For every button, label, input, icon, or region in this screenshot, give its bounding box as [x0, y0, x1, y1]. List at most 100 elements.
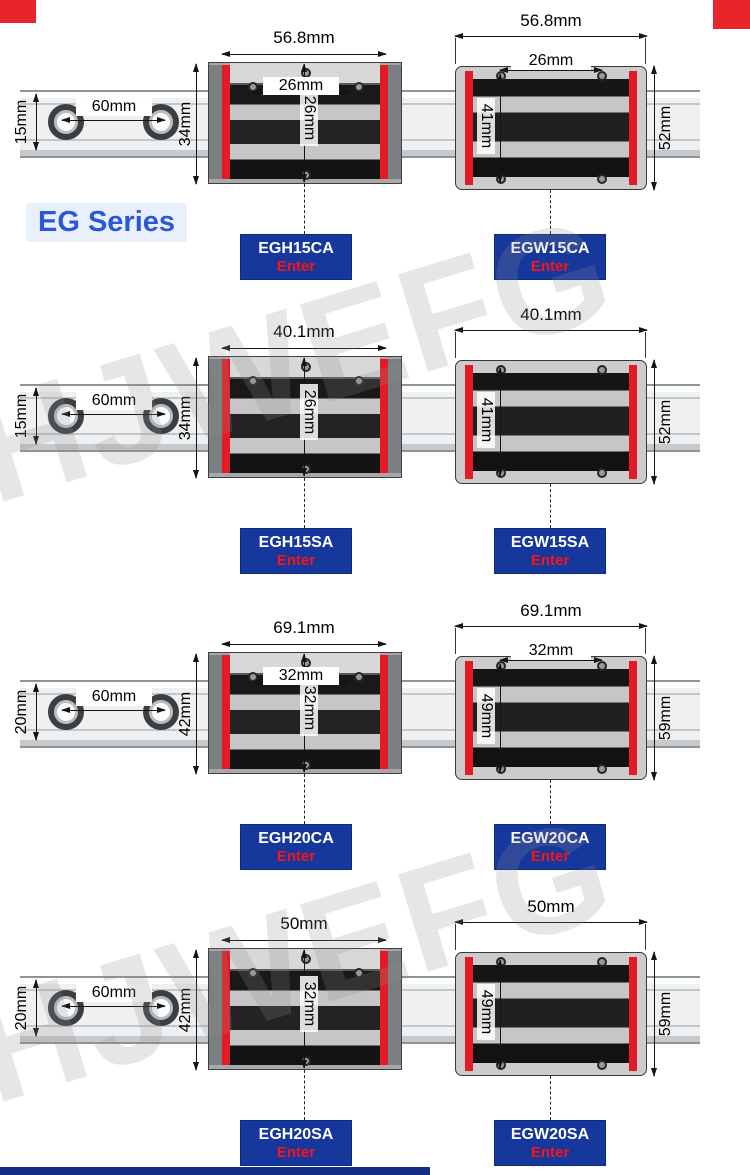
end-seal: [629, 957, 637, 1071]
block-height-label: 52mm: [657, 105, 674, 151]
egw-carriage-block: [455, 66, 647, 190]
extension-line: [645, 924, 646, 950]
pointer-line: [550, 1076, 551, 1120]
block-height-label: 42mm: [177, 987, 194, 1033]
block-height-label: 34mm: [177, 101, 194, 147]
series-title: EG Series: [26, 203, 188, 242]
product-row: 20mm 60mm 69.1mm 32mm 42mm 32mm EGH20CA …: [0, 596, 750, 884]
center-height-label: 41mm: [477, 392, 495, 448]
screw-hole: [597, 764, 607, 774]
screw-hole: [597, 174, 607, 184]
screw-hole: [597, 468, 607, 478]
product-button[interactable]: EGW15SA Enter: [494, 528, 606, 574]
block-width-dim: [454, 918, 648, 925]
screw-hole: [597, 661, 607, 671]
product-button[interactable]: EGW20SA Enter: [494, 1120, 606, 1166]
product-button[interactable]: EGH15SA Enter: [240, 528, 352, 574]
enter-link[interactable]: Enter: [530, 848, 570, 865]
block-width-dim: [454, 326, 648, 333]
block-width-label: 50mm: [280, 914, 328, 933]
end-seal: [465, 365, 473, 479]
product-button[interactable]: EGW20CA Enter: [494, 824, 606, 870]
block-width-label: 56.8mm: [520, 11, 582, 30]
rail-height-label: 20mm: [13, 689, 30, 735]
product-code: EGH20CA: [258, 830, 334, 847]
block-width-label: 56.8mm: [273, 28, 335, 47]
center-height-label: 32mm: [300, 680, 318, 736]
extension-line: [645, 332, 646, 358]
product-button[interactable]: EGH20CA Enter: [240, 824, 352, 870]
block-height-dim: [650, 65, 657, 191]
product-button[interactable]: EGH20SA Enter: [240, 1120, 352, 1166]
center-height-label: 32mm: [300, 976, 318, 1032]
rail-height-dim: [32, 387, 39, 445]
end-cap: [387, 655, 401, 769]
rail-mounting-hole: [48, 990, 84, 1026]
end-seal: [629, 661, 637, 775]
enter-link[interactable]: Enter: [530, 1144, 570, 1161]
end-seal: [465, 71, 473, 185]
hole-span-label: 26mm: [263, 77, 339, 95]
end-seal: [629, 365, 637, 479]
product-code: EGW15CA: [510, 240, 590, 257]
pointer-line: [304, 478, 305, 528]
product-row: 15mm 60mm 56.8mm 26mm 34mm 26mm EGH15CA …: [0, 6, 750, 294]
extension-line: [455, 628, 456, 654]
end-seal: [222, 951, 230, 1065]
end-seal: [380, 359, 388, 473]
center-height-label: 26mm: [300, 384, 318, 440]
enter-link[interactable]: Enter: [276, 848, 316, 865]
end-cap: [209, 655, 223, 769]
block-body: [473, 373, 629, 471]
block-height-dim: [650, 359, 657, 485]
hole-span-dim: [499, 66, 603, 73]
screw-hole: [597, 1060, 607, 1070]
block-width-dim: [221, 936, 387, 943]
block-height-dim: [650, 951, 657, 1077]
enter-link[interactable]: Enter: [276, 1144, 316, 1161]
center-height-dim: [496, 959, 503, 1069]
block-height-label: 59mm: [657, 991, 674, 1037]
enter-link[interactable]: Enter: [276, 258, 316, 275]
block-width-label: 50mm: [527, 897, 575, 916]
rail-height-label: 15mm: [13, 99, 30, 145]
hole-spacing-label: 60mm: [76, 98, 152, 116]
screw-hole: [354, 376, 364, 386]
block-width-dim: [454, 622, 648, 629]
block-body: [473, 79, 629, 177]
block-width-dim: [221, 344, 387, 351]
hole-span-dim: [499, 656, 603, 663]
corner-logo-fragment: [0, 0, 36, 23]
extension-line: [645, 628, 646, 654]
product-button[interactable]: EGW15CA Enter: [494, 234, 606, 280]
corner-logo-fragment: [713, 0, 750, 29]
hole-spacing-label: 60mm: [76, 688, 152, 706]
product-code: EGH15SA: [258, 534, 334, 551]
product-row: 15mm 60mm 40.1mm 34mm 26mm EGH15SA Enter: [0, 300, 750, 588]
block-height-label: 34mm: [177, 395, 194, 441]
product-code: EGW20SA: [510, 1126, 590, 1143]
rail-height-dim: [32, 979, 39, 1037]
end-cap: [387, 951, 401, 1065]
bottom-banner-strip: [0, 1167, 430, 1175]
block-width-dim: [454, 32, 648, 39]
product-button[interactable]: EGH15CA Enter: [240, 234, 352, 280]
enter-link[interactable]: Enter: [530, 552, 570, 569]
pointer-line: [550, 484, 551, 528]
block-height-label: 52mm: [657, 399, 674, 445]
rail-height-dim: [32, 683, 39, 741]
screw-hole: [354, 968, 364, 978]
enter-link[interactable]: Enter: [530, 258, 570, 275]
pointer-line: [304, 184, 305, 234]
enter-link[interactable]: Enter: [276, 552, 316, 569]
screw-hole: [597, 71, 607, 81]
end-cap: [387, 65, 401, 179]
end-seal: [222, 65, 230, 179]
hole-spacing-dim: [61, 706, 166, 713]
block-body: [473, 965, 629, 1063]
product-code: EGW20CA: [510, 830, 590, 847]
end-seal: [380, 655, 388, 769]
hole-span-label: 32mm: [263, 667, 339, 685]
screw-hole: [597, 957, 607, 967]
